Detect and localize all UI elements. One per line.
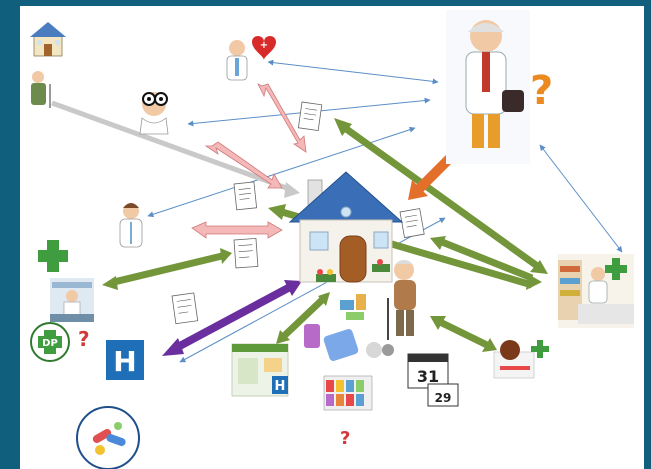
question-mark-icon: ? [340,428,350,449]
pink-arrow [257,83,307,153]
small-hospital-letter: H [275,379,286,394]
green-arrowheads [102,118,548,352]
pharmacist-icon [50,278,94,322]
question-mark-large: ? [530,68,553,114]
dp-pharmacy-logo: DP [30,322,70,362]
green-arrow [113,252,223,286]
green-arrows [113,125,543,349]
pharmacy-store-icon [558,254,634,328]
home-icon [30,22,66,57]
green-arrow [438,318,489,349]
calendar-day-top: 31 [417,367,439,386]
green-arrow [342,125,543,271]
doctor-glasses-icon [139,92,169,135]
thin-arrow [539,144,623,253]
green-arrow [281,297,325,339]
prescription-icon [233,238,259,269]
pharmacy-cross-icon [38,240,68,272]
medicine-box-icon [366,342,394,358]
hospital-letter: H [113,345,136,378]
prescription-icon [399,208,425,239]
pill-organizer-icon [323,375,373,411]
general-practitioner-icon [446,10,530,164]
pink-arrow [191,221,283,239]
prescription-papers [171,101,425,325]
svg-text:+: + [260,40,268,51]
prescription-icon [233,181,258,211]
medicine-pills-icon [76,406,140,469]
pink-arrows [191,83,307,239]
nurse-icon [119,203,143,248]
thin-arrow [267,59,439,85]
purple-arrow [162,280,302,356]
question-mark-icon: ? [530,68,553,114]
pharmacy-store-icon: H [231,343,289,397]
prescription-icon [171,292,199,325]
prescription-icon [297,101,323,131]
elderly-person-icon [31,71,51,108]
medicine-box-icon [304,324,359,361]
medicine-box-icon [493,340,549,379]
hospital-sign-icon: H [106,340,144,380]
pharmacy-logo-text: DP [42,338,58,349]
grey-arrow [51,100,300,198]
question-mark-icon: ? [78,327,90,351]
question-mark-small: ? [340,428,350,449]
calendar-day-bottom: 29 [435,391,452,405]
elderly-with-cane-icon [387,260,416,340]
thin-arrow [179,217,446,363]
central-house-icon [288,171,404,283]
doctor-heart-icon: + [226,36,276,81]
pink-arrow [204,141,283,189]
medicine-box-icon [340,294,366,320]
question-mark: ? [78,327,90,351]
calendar-icon: 31 29 [407,353,459,407]
green-arrow [440,238,534,282]
